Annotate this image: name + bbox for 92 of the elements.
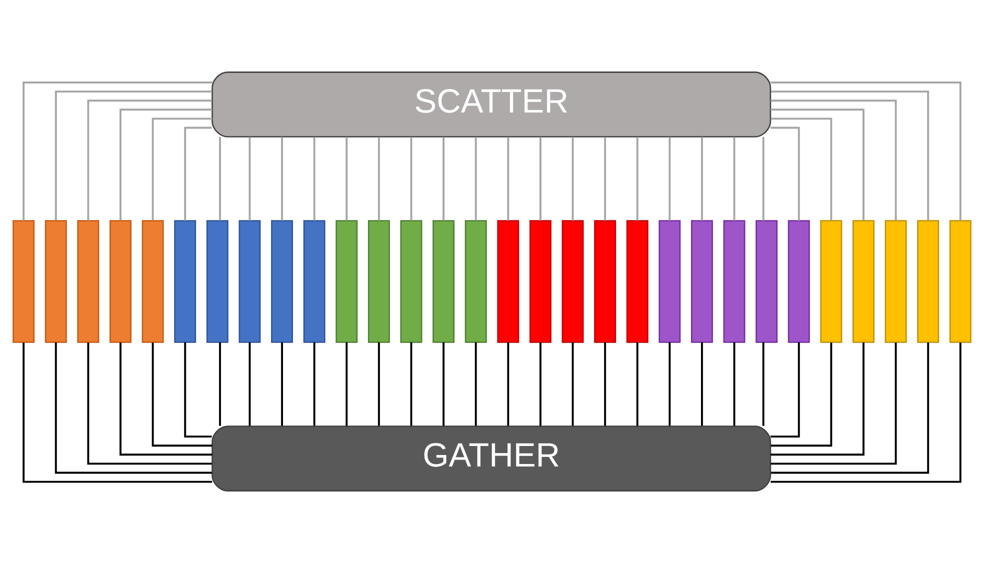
connector (770, 342, 832, 446)
connector (313, 342, 316, 426)
connector (770, 108, 864, 220)
connector (572, 136, 574, 220)
connector (346, 342, 348, 426)
connector (701, 342, 703, 426)
node-bar (626, 220, 648, 342)
connector (346, 136, 348, 220)
node-bar (12, 220, 35, 342)
node-bar (756, 220, 778, 342)
connector (762, 342, 764, 426)
connector (248, 136, 251, 220)
node-bar (44, 220, 67, 342)
node-bar (529, 220, 552, 342)
node-bar (303, 220, 326, 342)
connector (442, 342, 445, 426)
node-bar (820, 220, 842, 342)
connector (539, 136, 542, 220)
connector (604, 342, 606, 426)
node-bar (594, 220, 616, 342)
connector (668, 136, 671, 220)
node-box: GATHER (212, 425, 772, 491)
connector (770, 81, 962, 220)
connector (770, 126, 800, 220)
node-bar (464, 220, 487, 342)
connector (474, 342, 477, 426)
connector (636, 342, 638, 426)
node-bar (336, 220, 358, 342)
connector (636, 136, 638, 220)
node-bar (884, 220, 907, 342)
connector (152, 342, 212, 446)
node-bar (723, 220, 746, 342)
connector (770, 342, 897, 464)
node-bar (400, 220, 422, 342)
connector (572, 342, 574, 426)
connector (120, 108, 212, 220)
node-bar (852, 220, 874, 342)
connector (22, 81, 212, 220)
connector (410, 342, 412, 426)
node-box: SCATTER (212, 71, 772, 137)
connector (313, 136, 316, 220)
node-bar (949, 220, 972, 342)
connector (539, 342, 542, 426)
node-bar (788, 220, 810, 342)
connector (248, 342, 251, 426)
connector (771, 342, 930, 474)
connector (771, 90, 930, 220)
connector (701, 136, 703, 220)
connector (22, 342, 212, 482)
connector (152, 117, 212, 220)
connector (762, 136, 764, 220)
connector (184, 126, 212, 220)
node-bar (206, 220, 228, 342)
connector (378, 136, 380, 220)
connector (770, 117, 832, 220)
node-bar (238, 220, 261, 342)
node-bar (142, 220, 164, 342)
node-bar (368, 220, 390, 342)
connector (54, 90, 212, 220)
connector (604, 136, 606, 220)
connector (733, 136, 736, 220)
connector (184, 342, 212, 438)
node-bar (917, 220, 940, 342)
connector (219, 342, 221, 426)
node-bar (174, 220, 196, 342)
node-bar (497, 220, 520, 342)
connector (770, 342, 962, 482)
connector (507, 342, 510, 426)
connector (120, 342, 212, 456)
connector (410, 136, 412, 220)
connector (668, 342, 671, 426)
connector (770, 99, 897, 220)
node-bar (691, 220, 713, 342)
node-bar (77, 220, 100, 342)
connector (770, 342, 800, 438)
connector (87, 99, 212, 220)
node-bar (271, 220, 293, 342)
connector (87, 342, 212, 464)
connector (733, 342, 736, 426)
connector (507, 136, 510, 220)
connector (219, 136, 221, 220)
connector (474, 136, 477, 220)
node-bar (658, 220, 681, 342)
node-bar (432, 220, 455, 342)
connector (54, 342, 212, 474)
node-bar (110, 220, 132, 342)
connector (442, 136, 445, 220)
connector (281, 342, 283, 426)
connector (281, 136, 283, 220)
connector (378, 342, 380, 426)
connector (770, 342, 864, 456)
node-bar (562, 220, 584, 342)
